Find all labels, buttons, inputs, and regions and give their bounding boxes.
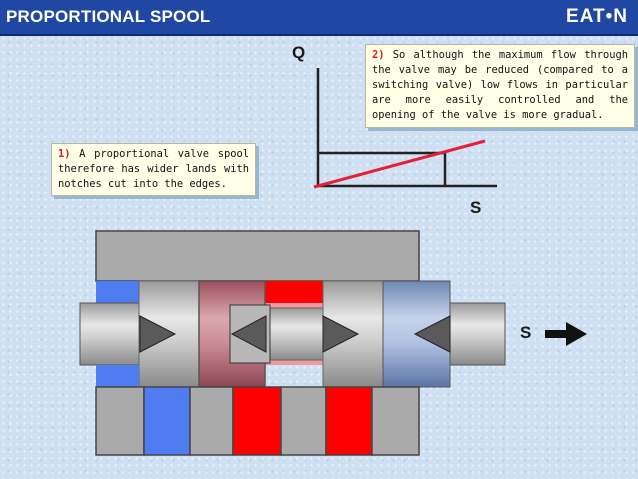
flow-stroke-graph bbox=[313, 68, 497, 189]
note-1-text: A proportional valve spool therefore has… bbox=[58, 148, 249, 190]
valve-body-top bbox=[95, 230, 420, 282]
eaton-logo: EAT•N bbox=[566, 6, 628, 27]
valve-body-bottom-3 bbox=[280, 386, 327, 456]
note-2: 2) So although the maximum flow through … bbox=[365, 44, 635, 128]
note-2-text: So although the maximum flow through the… bbox=[372, 49, 628, 121]
spool-motion-label: S bbox=[520, 323, 532, 342]
note-1-number: 1) bbox=[58, 148, 71, 160]
pressure-port-red-2 bbox=[325, 386, 373, 456]
spool-shaft-center bbox=[264, 307, 324, 361]
valve-body-bottom-4 bbox=[371, 386, 420, 456]
graph-x-axis-label: S bbox=[470, 198, 482, 217]
valve-body-bottom-1 bbox=[95, 386, 145, 456]
port-top-tank-left bbox=[96, 281, 139, 303]
spool-shaft-left bbox=[79, 302, 141, 366]
notch-arrow-1 bbox=[139, 315, 177, 353]
notch-arrow-3 bbox=[322, 315, 360, 353]
note-1: 1) A proportional valve spool therefore … bbox=[51, 143, 256, 196]
valve-body-bottom-2 bbox=[189, 386, 234, 456]
pressure-port-red-1 bbox=[232, 386, 282, 456]
spool-shaft-right bbox=[449, 302, 506, 366]
notch-arrow-2 bbox=[230, 315, 267, 353]
title-bar: PROPORTIONAL SPOOL EAT•N bbox=[0, 0, 638, 36]
proportional-flow-line bbox=[313, 139, 486, 189]
notch-arrow-4 bbox=[413, 315, 451, 353]
port-top-pressure bbox=[265, 281, 323, 303]
note-2-number: 2) bbox=[372, 49, 385, 61]
port-bottom-tank-left bbox=[96, 365, 139, 387]
graph-y-axis-label: Q bbox=[292, 43, 306, 62]
tank-port-blue bbox=[143, 386, 191, 456]
spool-motion-arrow bbox=[545, 322, 587, 346]
slide-title: PROPORTIONAL SPOOL bbox=[6, 7, 211, 26]
